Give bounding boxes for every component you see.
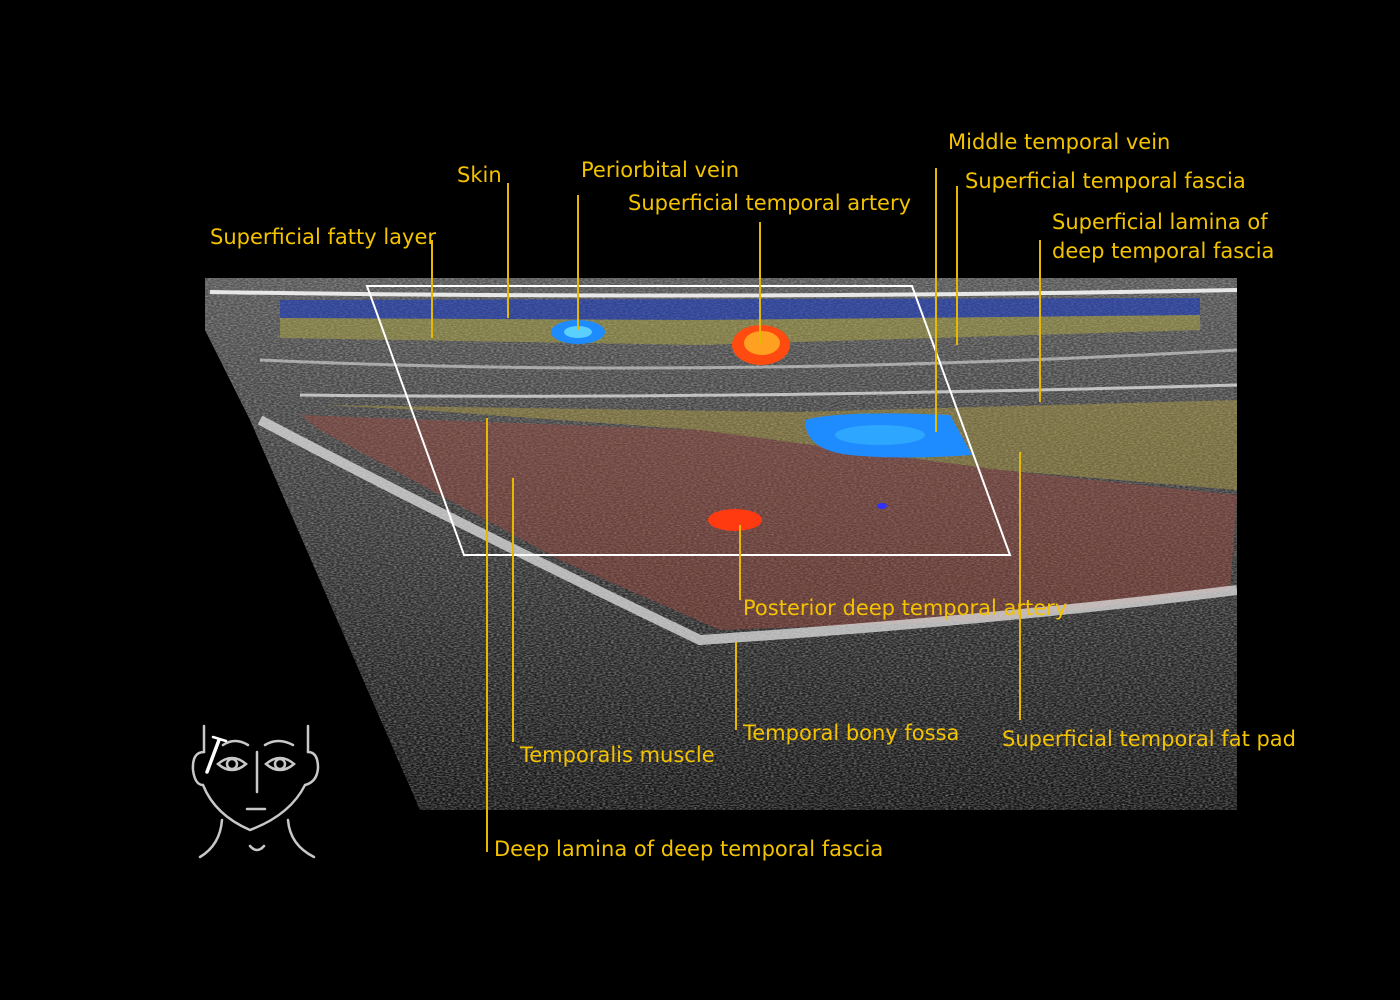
leader-lines [431, 168, 1041, 852]
label-temporalis-muscle: Temporalis muscle [519, 743, 715, 767]
temporalis-muscle-region [300, 415, 1237, 630]
label-superficial-temporal-fat-pad: Superficial temporal fat pad [1002, 727, 1296, 751]
label-superficial-lamina-line1: Superficial lamina of [1052, 210, 1268, 234]
middle-temporal-vein-flow-core [835, 425, 925, 445]
label-superficial-lamina-line2: deep temporal fascia [1052, 239, 1274, 263]
label-posterior-deep-temporal-artery: Posterior deep temporal artery [743, 596, 1067, 620]
skin-region [280, 298, 1200, 320]
bone-surface [257, 415, 1237, 646]
label-skin: Skin [457, 163, 502, 187]
label-superficial-temporal-fascia: Superficial temporal fascia [965, 169, 1246, 193]
periorbital-vein-flow-core [564, 326, 592, 338]
label-deep-lamina: Deep lamina of deep temporal fascia [494, 837, 883, 861]
probe-head-icon [211, 735, 228, 743]
label-temporal-bony-fossa: Temporal bony fossa [742, 721, 959, 745]
face-with-probe-icon [191, 724, 320, 859]
posterior-deep-temporal-artery-flow [708, 509, 762, 531]
label-periorbital-vein: Periorbital vein [581, 158, 739, 182]
fatty-layer-region [280, 315, 1200, 345]
superficial-temporal-artery-flow-core [744, 331, 780, 355]
small-flow-spot [877, 503, 887, 509]
fat-pad-region [320, 400, 1237, 490]
label-middle-temporal-vein: Middle temporal vein [948, 130, 1170, 154]
label-superficial-fatty-layer: Superficial fatty layer [210, 225, 436, 249]
doppler-box [365, 285, 1012, 556]
probe-icon [205, 738, 221, 774]
ultrasound-image [205, 278, 1237, 810]
label-superficial-temporal-artery: Superficial temporal artery [628, 191, 911, 215]
